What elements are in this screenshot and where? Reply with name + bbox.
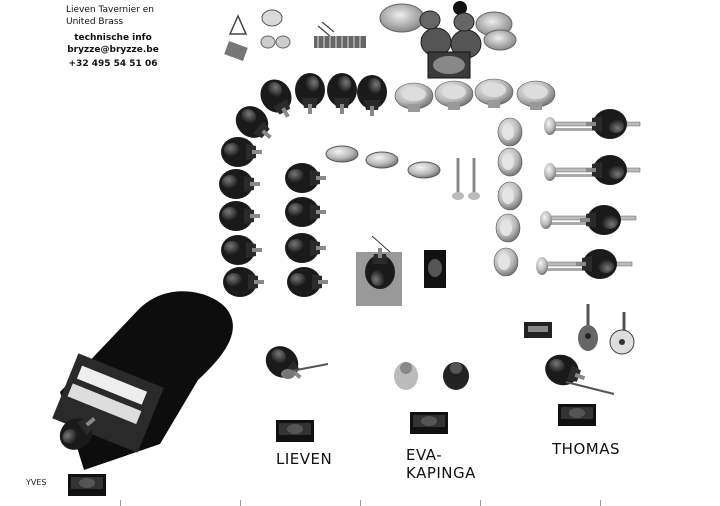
ruler-tick (600, 500, 601, 506)
tambourine-icon (261, 9, 283, 27)
triangle-icon (228, 14, 248, 35)
monitor-lieven (276, 420, 314, 442)
label-lieven: LIEVEN (276, 450, 333, 468)
speaker-icon (424, 250, 446, 288)
horn-section (493, 117, 523, 277)
info-line-5: +32 495 54 51 06 (68, 59, 158, 69)
contact-info: Lieven Tavernier en United Brass technis… (58, 4, 168, 70)
label-eva-line2: KAPINGA (406, 464, 476, 482)
info-line-1: Lieven Tavernier en (66, 5, 154, 15)
grand-piano-icon (52, 291, 233, 470)
ruler-tick (120, 500, 121, 506)
trombone-section (535, 109, 641, 279)
ruler-tick (240, 500, 241, 506)
conductor-podium (356, 235, 402, 306)
monitor-eva (410, 412, 448, 434)
thomas-instruments (524, 304, 635, 355)
tuba-section (394, 78, 556, 113)
label-thomas: THOMAS (552, 440, 620, 458)
label-eva-line1: EVA- (406, 446, 443, 464)
info-line-3: technische info (74, 33, 152, 43)
trumpet-stand-icon (452, 158, 480, 200)
baritone-section (325, 145, 480, 200)
drumkit-icon (379, 1, 517, 79)
info-line-2: United Brass (66, 17, 124, 27)
eva-figures (394, 362, 469, 390)
acoustic-guitar-icon (578, 304, 598, 351)
ruler-tick (480, 500, 481, 506)
ruler-tick (360, 500, 361, 506)
label-yves: YVES (26, 478, 47, 487)
monitor-yves (68, 474, 106, 496)
thomas-figure (540, 350, 615, 395)
info-line-4: bryzze@bryzze.be (67, 45, 159, 55)
trumpet-section (285, 163, 328, 297)
woodblock-icon (224, 41, 248, 61)
electric-guitar-icon (609, 312, 635, 355)
xylophone-icon (314, 36, 366, 48)
percussion-items (224, 9, 366, 61)
lieven-figure (259, 339, 329, 389)
monitor-thomas (558, 404, 596, 426)
